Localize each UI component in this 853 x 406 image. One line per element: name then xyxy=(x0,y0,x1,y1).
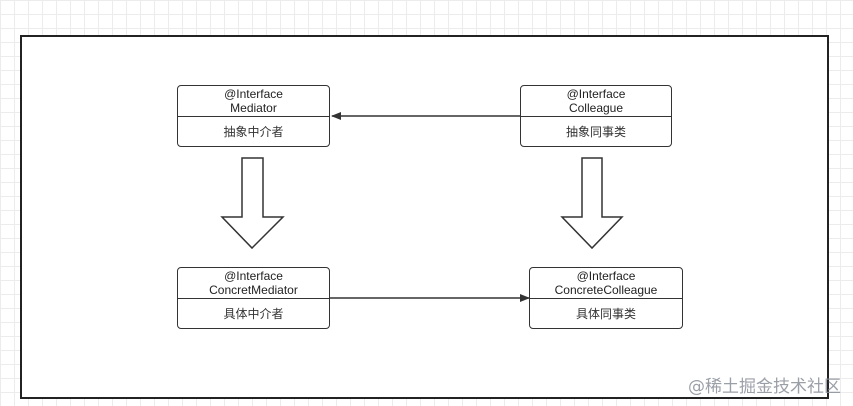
concrete-colleague-stereotype: @Interface xyxy=(576,269,636,283)
concrete-mediator-name: ConcretMediator xyxy=(209,283,298,297)
inheritance-arrow-colleague xyxy=(560,157,624,250)
mediator-description: 抽象中介者 xyxy=(223,125,284,139)
concrete-mediator-header: @Interface ConcretMediator xyxy=(178,268,329,299)
concrete-colleague-box[interactable]: @Interface ConcreteColleague 具体同事类 xyxy=(529,267,683,329)
concrete-mediator-box[interactable]: @Interface ConcretMediator 具体中介者 xyxy=(177,267,330,329)
watermark: @稀土掘金技术社区 xyxy=(688,377,841,397)
colleague-stereotype: @Interface xyxy=(566,87,626,101)
mediator-name: Mediator xyxy=(230,101,277,115)
inheritance-arrow-mediator xyxy=(220,157,285,250)
colleague-header: @Interface Colleague xyxy=(521,86,671,117)
mediator-header: @Interface Mediator xyxy=(178,86,329,117)
concrete-colleague-description: 具体同事类 xyxy=(575,307,636,321)
concrete-colleague-name: ConcreteColleague xyxy=(554,283,658,297)
mediator-box[interactable]: @Interface Mediator 抽象中介者 xyxy=(177,85,330,147)
colleague-description: 抽象同事类 xyxy=(565,125,626,139)
concrete-mediator-stereotype: @Interface xyxy=(224,269,283,283)
concrete-colleague-header: @Interface ConcreteColleague xyxy=(530,268,682,299)
colleague-name: Colleague xyxy=(568,101,624,115)
diagram-frame xyxy=(20,35,829,399)
colleague-box[interactable]: @Interface Colleague 抽象同事类 xyxy=(520,85,672,147)
concrete-mediator-description: 具体中介者 xyxy=(223,307,284,321)
mediator-stereotype: @Interface xyxy=(224,87,283,101)
